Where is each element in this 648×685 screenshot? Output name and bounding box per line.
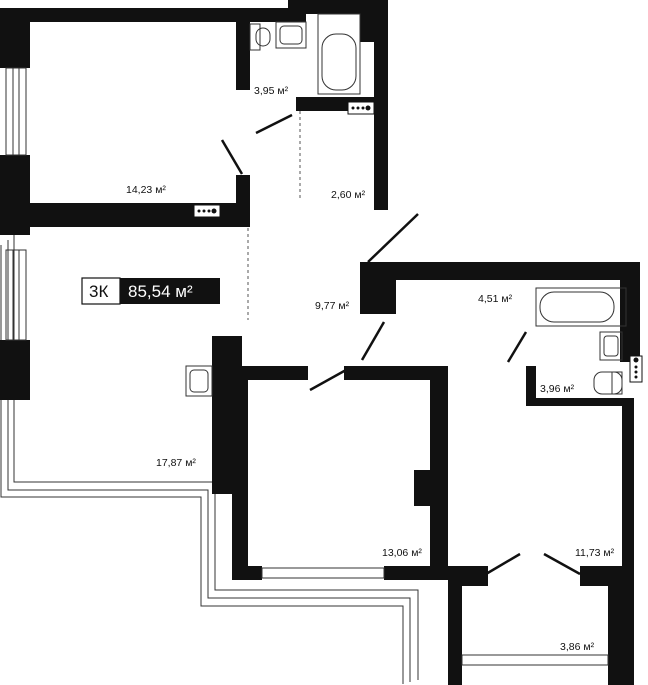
room-area-balcony: 3,86 м²: [560, 641, 595, 653]
apartment-total-area: 85,54 м²: [128, 282, 193, 301]
room-area-bathroom-top: 3,95 м²: [254, 85, 289, 97]
room-area-closet: 2,60 м²: [331, 189, 366, 201]
room-area-bedroom-middle: 13,06 м²: [382, 547, 422, 559]
outer-contour: [0, 235, 419, 684]
electrical-panel-icon: [629, 355, 643, 383]
doors: [220, 113, 581, 576]
room-area-bathroom-right: 3,96 м²: [540, 383, 575, 395]
apartment-type: 3К: [89, 282, 108, 301]
sink-icon: [275, 21, 307, 49]
room-area-corridor: 4,51 м²: [478, 293, 513, 305]
room-area-hall: 9,77 м²: [315, 300, 350, 312]
sink-living-icon: [185, 365, 213, 397]
room-area-bedroom-top: 14,23 м²: [126, 184, 166, 196]
room-area-living: 17,87 м²: [156, 457, 196, 469]
toilet-right-icon: [593, 371, 623, 395]
room-area-bedroom-right: 11,73 м²: [575, 547, 615, 559]
sink-right-icon: [599, 331, 623, 361]
windows: [5, 67, 609, 666]
electrical-panel-icon: [347, 101, 375, 115]
room-labels: 14,23 м² 17,87 м² 3,95 м² 2,60 м² 9,77 м…: [126, 85, 615, 653]
toilet-icon: [249, 23, 271, 51]
bathtub-icon: [317, 13, 361, 95]
electrical-panel-icon: [193, 204, 221, 218]
apartment-badge: 3К 85,54 м²: [81, 277, 220, 305]
zone-dividers: [247, 111, 301, 320]
bathtub-right-icon: [535, 287, 627, 327]
